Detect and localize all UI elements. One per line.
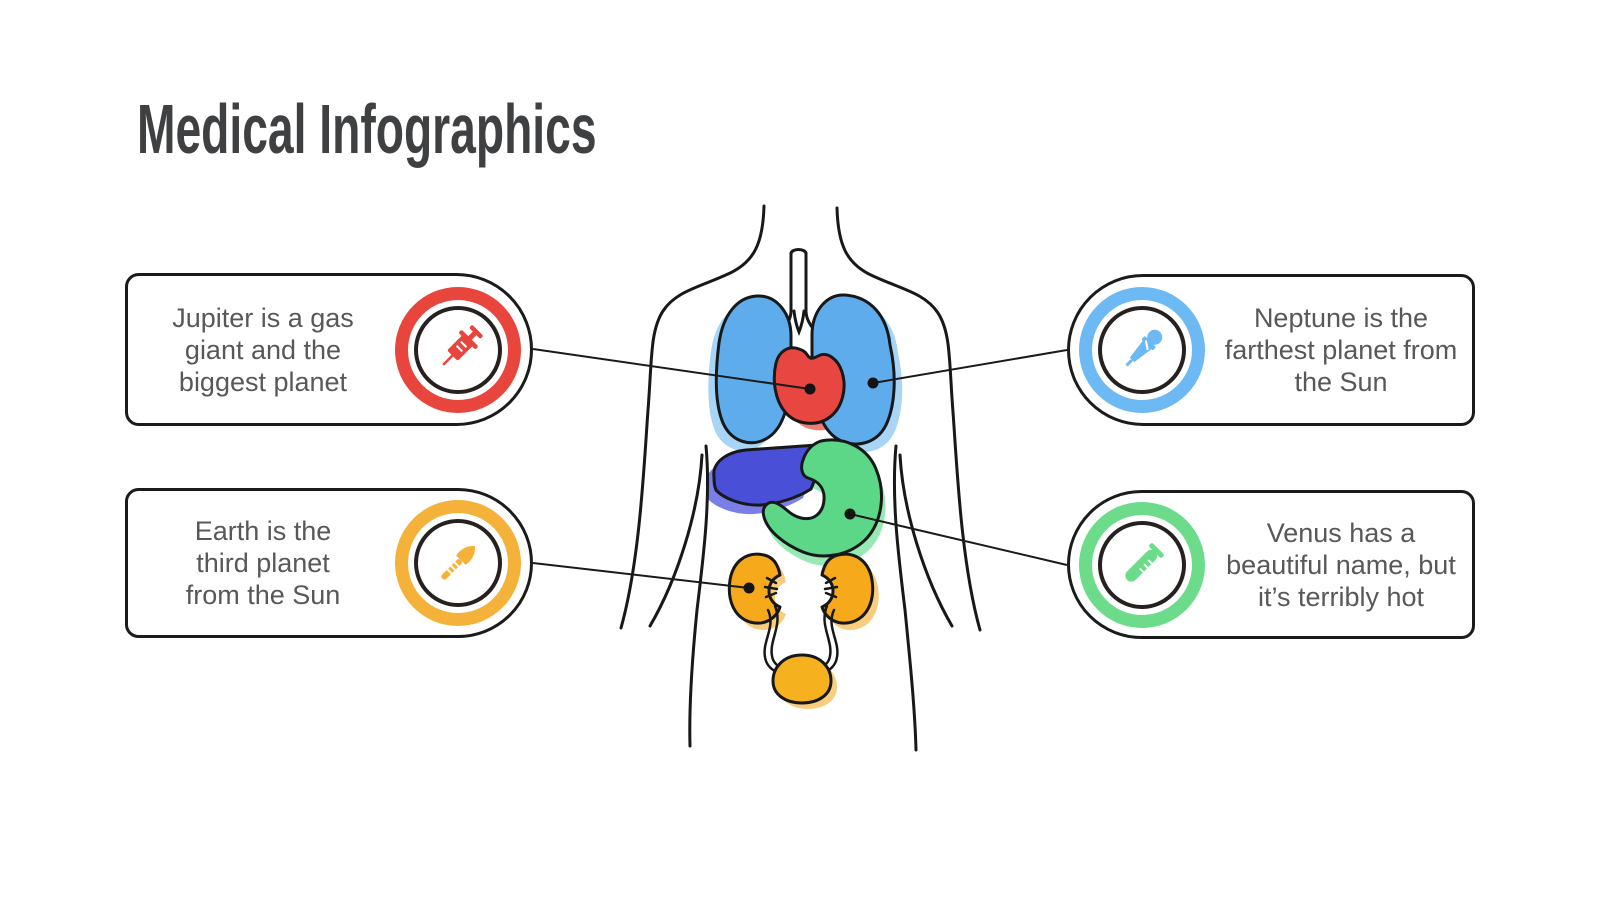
liver (712, 443, 820, 507)
connector-earth-kidney (532, 562, 750, 589)
inner-arm-right (898, 453, 954, 628)
connector-jupiter-heart (532, 348, 811, 390)
dot-heart (804, 383, 816, 395)
dot-stomach (844, 508, 856, 520)
callout-venus: Venus has a beautiful name, but it’s ter… (1067, 490, 1475, 639)
kidney-vessels (763, 576, 839, 599)
callout-venus-text: Venus has a beautiful name, but it’s ter… (1226, 517, 1456, 612)
scalpel-icon (395, 500, 521, 626)
connector-lines (532, 348, 1068, 589)
bladder (771, 653, 833, 705)
callout-neptune-text: Neptune is the farthest planet from the … (1224, 303, 1458, 397)
callout-neptune: Neptune is the farthest planet from the … (1067, 274, 1475, 426)
dropper-icon (1079, 287, 1205, 413)
neck-shoulder-arm-left (619, 204, 766, 630)
lung-left (714, 294, 793, 445)
inner-arm-left (648, 453, 704, 628)
kidney-left (727, 552, 782, 625)
dot-kidney (743, 582, 755, 594)
page-title: Medical Infographics (137, 90, 597, 168)
neck-shoulder-arm-right (835, 206, 982, 632)
connector-dots (743, 377, 879, 594)
torso-side-left (688, 444, 710, 748)
test-tube-icon (1079, 501, 1205, 628)
callout-jupiter-text: Jupiter is a gas giant and the biggest p… (172, 302, 354, 397)
dot-lung (867, 377, 879, 389)
callout-jupiter: Jupiter is a gas giant and the biggest p… (125, 273, 533, 426)
torso-side-right (892, 444, 918, 752)
callout-earth: Earth is the third planet from the Sun (125, 488, 533, 638)
connector-venus-stomach (849, 513, 1068, 566)
connector-neptune-lung (872, 349, 1068, 384)
stomach (761, 438, 883, 558)
body-outline (619, 204, 982, 752)
callout-earth-text: Earth is the third planet from the Sun (185, 516, 341, 610)
organs (712, 293, 896, 705)
kidney-right (820, 552, 875, 625)
syringe-icon (395, 286, 521, 413)
